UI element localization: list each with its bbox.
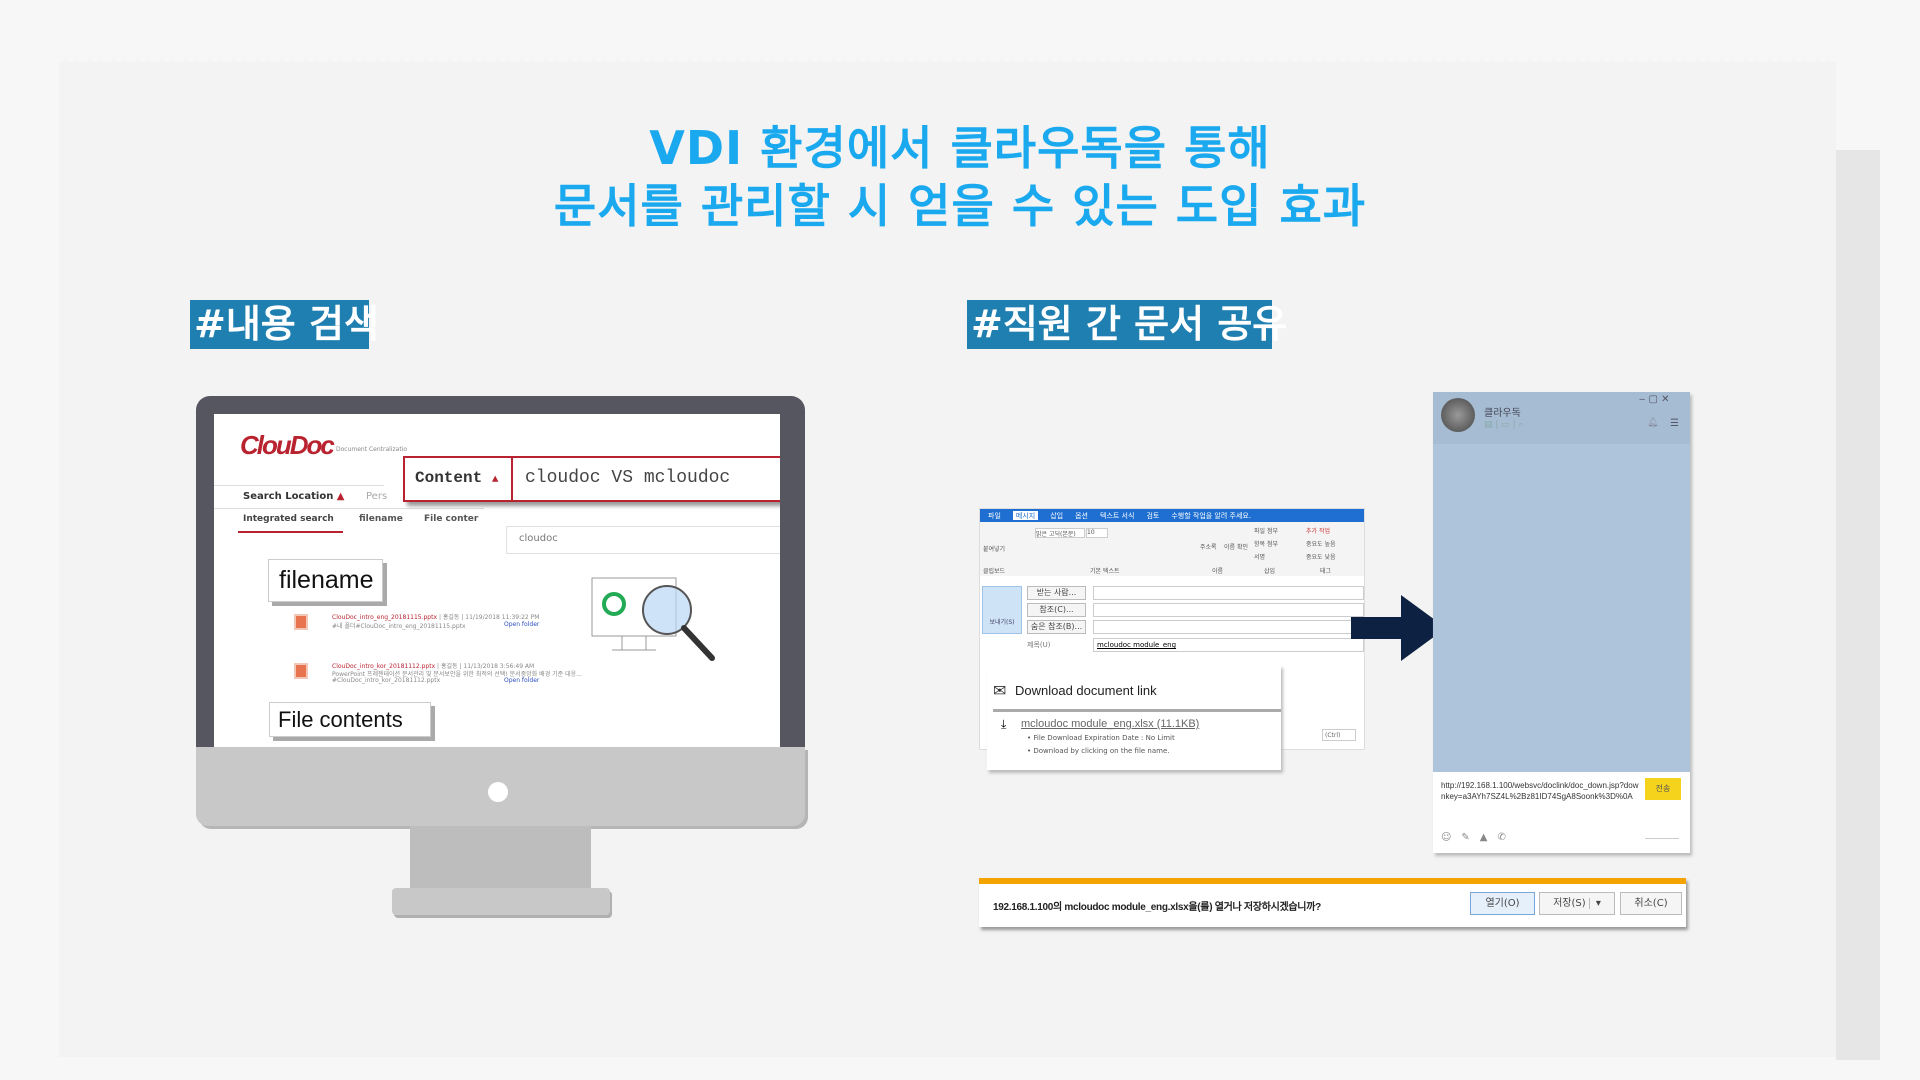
messenger-header: 클라우독 ▤ | ▭ | ⌕ ‒ ▢ ✕ 🔔︎ ☰ (1433, 392, 1690, 444)
open-folder-link[interactable]: Open folder (504, 621, 540, 628)
tab-options[interactable]: 옵션 (1075, 512, 1088, 520)
arrow-right-icon (1351, 595, 1446, 661)
cloudoc-logo: ClouDoc (240, 430, 335, 460)
monitor-base (392, 888, 610, 915)
logo-subtitle: Document Centralizatio (336, 446, 408, 453)
font-size-select[interactable]: 10 (1086, 528, 1108, 538)
to-button[interactable]: 받는 사람... (1027, 586, 1086, 600)
filename-label: filename (268, 559, 383, 602)
tab-filename[interactable]: filename (359, 514, 403, 524)
high-importance-button[interactable]: 중요도 높음 (1306, 541, 1336, 548)
cc-button[interactable]: 참조(C)... (1027, 603, 1086, 617)
tag-document-sharing: #직원 간 문서 공유 (967, 300, 1287, 349)
message-input-area: http://192.168.1.100/websvc/doclink/doc_… (1433, 772, 1690, 853)
chat-toolbar-icons[interactable]: ☺✎▲✆ (1441, 832, 1516, 843)
tab-format[interactable]: 텍스트 서식 (1100, 512, 1135, 520)
cloudoc-screen: ClouDoc Document Centralizatio Search Lo… (214, 414, 780, 747)
chat-title: 클라우독 (1484, 408, 1521, 419)
download-notification-bar: 192.168.1.100의 mcloudoc module_eng.xlsx을… (979, 878, 1686, 927)
follow-up-button[interactable]: 추가 작업 (1306, 528, 1330, 535)
tell-me-box[interactable]: 수행할 작업을 알려 주세요. (1171, 512, 1252, 520)
download-icon: ⤓ (1001, 717, 1007, 731)
messenger-window: 클라우독 ▤ | ▭ | ⌕ ‒ ▢ ✕ 🔔︎ ☰ http://192.168… (1433, 392, 1690, 853)
monitor-stand (410, 826, 591, 888)
search-location-dropdown[interactable]: Search Location ▲ (243, 491, 345, 502)
cancel-button[interactable]: 취소(C) (1620, 892, 1682, 915)
card-heading: Download document link (1015, 683, 1157, 698)
header-tool-icons[interactable]: ▤ | ▭ | ⌕ (1484, 420, 1524, 430)
font-select[interactable]: 맑은 고딕(본문) (1035, 528, 1085, 538)
cc-field[interactable] (1093, 603, 1364, 617)
search-box[interactable]: Content ▲ cloudoc VS mcloudoc (403, 456, 780, 502)
signature-button[interactable]: 서명 (1254, 554, 1266, 561)
to-field[interactable] (1093, 586, 1364, 600)
send-button[interactable]: 보내기(S) (982, 586, 1022, 634)
message-input[interactable]: http://192.168.1.100/websvc/doclink/doc_… (1441, 781, 1639, 801)
pptx-file-icon (294, 614, 308, 630)
bell-icon[interactable]: 🔔︎ (1647, 418, 1659, 428)
menu-icon[interactable]: ☰ (1670, 418, 1679, 429)
title-line-2: 문서를 관리할 시 얻을 수 있는 도입 효과 (553, 179, 1367, 233)
tab-integrated-search[interactable]: Integrated search (243, 514, 334, 524)
slider[interactable] (1645, 838, 1679, 839)
open-button[interactable]: 열기(O) (1470, 892, 1535, 915)
ribbon-tabs: 파일 메시지 삽입 옵션 텍스트 서식 검토 수행할 작업을 알려 주세요. (980, 509, 1364, 522)
tag-content-search: #내용 검색 (190, 300, 379, 349)
subject-label: 제목(U) (1027, 641, 1051, 649)
title-line-1: VDI 환경에서 클라우독을 통해 (649, 121, 1271, 175)
avatar (1441, 398, 1475, 432)
download-link-card: ✉ Download document link ⤓ mcloudoc modu… (987, 665, 1281, 770)
tab-file[interactable]: 파일 (988, 512, 1001, 520)
attach-item-button[interactable]: 항목 첨부 (1254, 541, 1278, 548)
low-importance-button[interactable]: 중요도 낮음 (1306, 554, 1336, 561)
panel-shadow (1836, 150, 1880, 1060)
search-type-dropdown[interactable]: Content ▲ (405, 458, 513, 500)
save-button[interactable]: 저장(S) ▾ (1539, 892, 1615, 915)
bcc-button[interactable]: 숨은 참조(B)... (1027, 620, 1086, 634)
paste-options-button[interactable]: (Ctrl) (1322, 729, 1356, 741)
search-suggestion[interactable]: cloudoc (506, 526, 780, 554)
pers-label: Pers (366, 491, 388, 502)
attach-file-button[interactable]: 파일 첨부 (1254, 528, 1278, 535)
address-book-button[interactable]: 주소록 (1200, 544, 1217, 551)
outlook-compose-window: 파일 메시지 삽입 옵션 텍스트 서식 검토 수행할 작업을 알려 주세요. 붙… (979, 508, 1365, 750)
ribbon: 붙여넣기 맑은 고딕(본문) 10 주소록 이름 확인 파일 첨부 항목 첨부 … (980, 522, 1364, 576)
send-message-button[interactable]: 전송 (1645, 778, 1681, 800)
pptx-file-icon (294, 663, 308, 679)
tab-insert[interactable]: 삽입 (1050, 512, 1064, 520)
open-folder-link[interactable]: Open folder (504, 677, 540, 684)
file-contents-label: File contents (269, 702, 431, 737)
bcc-field[interactable] (1093, 620, 1364, 634)
check-names-button[interactable]: 이름 확인 (1224, 544, 1248, 551)
paste-button[interactable]: 붙여넣기 (983, 546, 1006, 553)
tab-message[interactable]: 메시지 (1012, 511, 1039, 520)
mail-icon: ✉ (993, 681, 1007, 700)
search-input[interactable]: cloudoc VS mcloudoc (525, 468, 731, 488)
power-button (488, 782, 508, 802)
download-message: 192.168.1.100의 mcloudoc module_eng.xlsx을… (993, 902, 1321, 913)
window-controls[interactable]: ‒ ▢ ✕ (1639, 394, 1670, 405)
subject-field[interactable]: mcloudoc module_eng (1093, 638, 1364, 652)
search-illustration-icon (591, 577, 715, 661)
tab-review[interactable]: 검토 (1146, 512, 1160, 520)
tab-file-contents[interactable]: File conter (424, 514, 479, 524)
file-download-link[interactable]: mcloudoc module_eng.xlsx (11.1KB) (1021, 718, 1200, 730)
